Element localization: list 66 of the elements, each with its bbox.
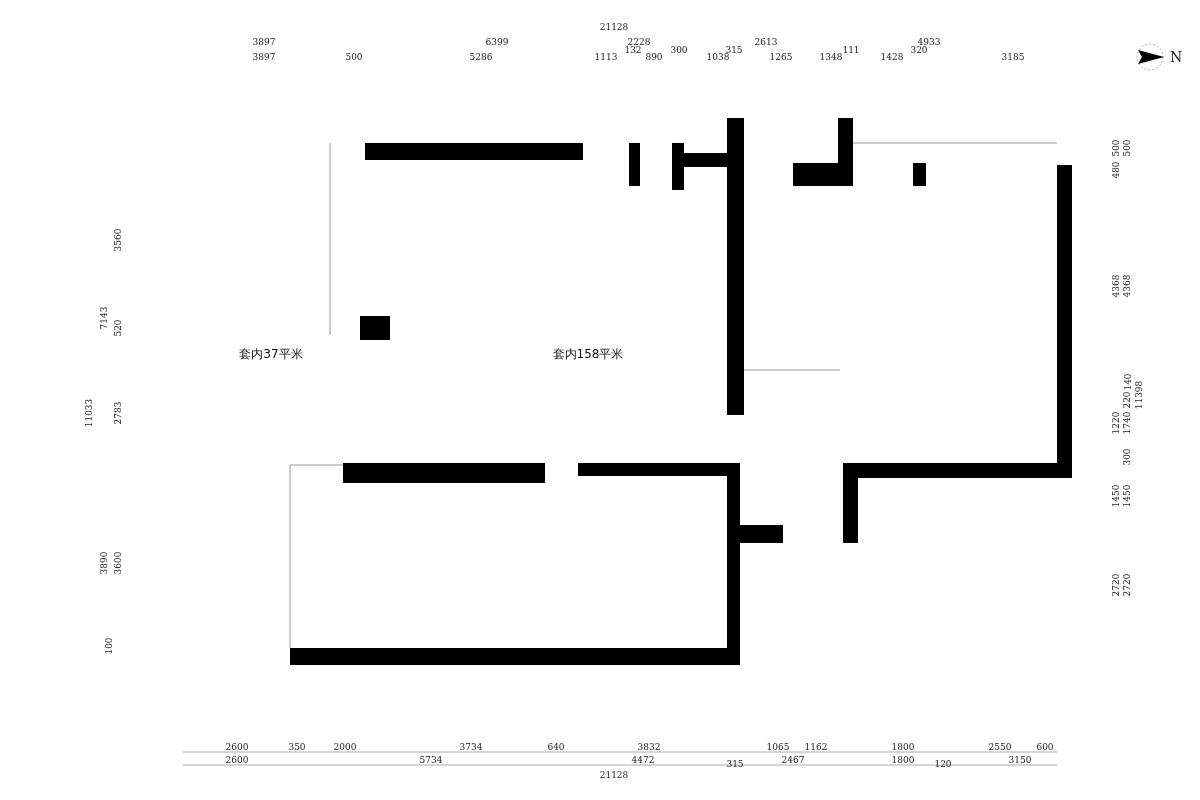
dimension-text: 2000 xyxy=(333,742,357,752)
dimension-text: 3890 xyxy=(99,551,109,575)
dimension-text: 500 xyxy=(345,52,363,62)
dimension-text: 3150 xyxy=(1008,755,1032,765)
dimension-text: 2720 xyxy=(1122,573,1132,597)
room-area-label: 套内158平米 xyxy=(552,347,624,361)
dimension-text: 1220 xyxy=(1111,411,1121,435)
dimension-text: 500 xyxy=(1111,139,1121,157)
dimension-text: 140 xyxy=(1123,373,1133,391)
dimension-text: 315 xyxy=(726,759,744,769)
dimension-text: 2550 xyxy=(988,742,1012,752)
dimension-text: 2783 xyxy=(113,401,123,425)
dimension-text: 5734 xyxy=(419,755,443,765)
dimension-text: 3897 xyxy=(252,52,276,62)
dimension-text: 1162 xyxy=(804,742,828,752)
dimension-text: 6399 xyxy=(485,37,509,47)
dimension-text: 3734 xyxy=(459,742,483,752)
dimension-text: 1800 xyxy=(891,755,915,765)
dimension-text: 600 xyxy=(1036,742,1054,752)
dimension-text: 4933 xyxy=(917,37,941,47)
dimension-text: 2613 xyxy=(754,37,778,47)
room-area-label: 套内37平米 xyxy=(239,347,303,361)
north-label: N xyxy=(1169,49,1183,65)
dimension-text: 2720 xyxy=(1111,573,1121,597)
dimension-text: 220 xyxy=(1122,391,1132,409)
dimension-text: 11398 xyxy=(1134,380,1144,410)
dimension-text: 3600 xyxy=(113,551,123,575)
dimension-text: 4368 xyxy=(1111,274,1121,298)
dimension-text: 3560 xyxy=(113,228,123,252)
dimension-text: 4472 xyxy=(631,755,655,765)
dimension-text: 1450 xyxy=(1122,484,1132,508)
dimension-text: 300 xyxy=(1122,448,1132,466)
dimension-text: 1265 xyxy=(769,52,793,62)
dimension-text: 1348 xyxy=(819,52,843,62)
dimension-text: 350 xyxy=(288,742,306,752)
dimension-text: 3832 xyxy=(637,742,661,752)
dimension-text: 320 xyxy=(910,45,928,55)
dimension-text: 480 xyxy=(1111,161,1121,179)
dimension-text: 21128 xyxy=(599,22,629,32)
dimension-text: 11033 xyxy=(84,398,94,428)
dimension-text: 1065 xyxy=(766,742,790,752)
dimension-text: 21128 xyxy=(599,770,629,780)
dimension-text: 111 xyxy=(842,45,860,55)
dimension-text: 640 xyxy=(547,742,565,752)
dimension-text: 3897 xyxy=(252,37,276,47)
dimension-text: 5286 xyxy=(469,52,493,62)
dimension-text: 1800 xyxy=(891,742,915,752)
dimension-text: 500 xyxy=(1122,139,1132,157)
dimension-text: 1450 xyxy=(1111,484,1121,508)
dimension-text: 3185 xyxy=(1001,52,1025,62)
dimension-text: 132 xyxy=(624,45,642,55)
dimension-text: 2228 xyxy=(627,37,651,47)
dimension-text: 2600 xyxy=(225,755,249,765)
dimension-text: 2467 xyxy=(781,755,805,765)
dimension-text: 300 xyxy=(670,45,688,55)
dimension-text: 520 xyxy=(113,319,123,337)
dimension-text: 1740 xyxy=(1122,411,1132,435)
dimension-text: 1428 xyxy=(880,52,904,62)
dimension-text: 1113 xyxy=(594,52,618,62)
dimension-text: 890 xyxy=(645,52,663,62)
dimension-text: 2600 xyxy=(225,742,249,752)
dimension-text: 120 xyxy=(934,759,952,769)
dimension-text: 7143 xyxy=(99,306,109,330)
dimension-text: 1038 xyxy=(706,52,730,62)
dimension-text: 4368 xyxy=(1122,274,1132,298)
dimension-text: 100 xyxy=(104,637,114,655)
